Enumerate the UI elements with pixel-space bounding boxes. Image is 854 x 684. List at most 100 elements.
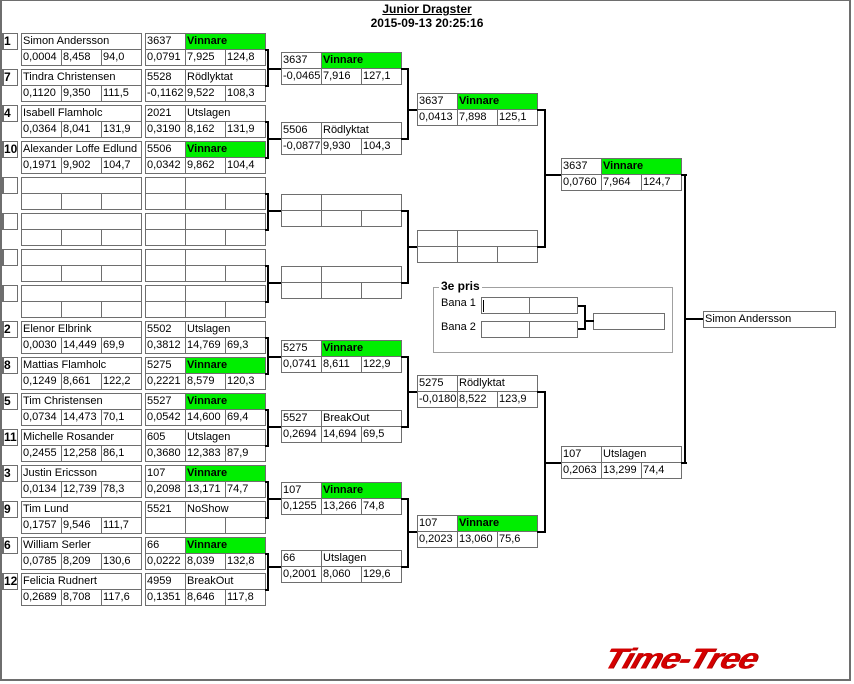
driver-name[interactable]: Mattias Flamholc [21,357,142,374]
driver-elapsed-time: 8,661 [61,373,102,390]
time-tree-logo: Time-Tree [599,643,763,676]
driver-name[interactable]: Simon Andersson [21,33,142,50]
round1-result-status: Vinnare [185,33,266,50]
driver-name[interactable]: Isabell Flamholc [21,105,142,122]
driver-elapsed-time: 8,209 [61,553,102,570]
round1-result-status: Utslagen [185,429,266,446]
third-place-panel [433,287,673,353]
driver-name[interactable]: Michelle Rosander [21,429,142,446]
driver-name[interactable]: Alexander Loffe Edlund [21,141,142,158]
round1-result-speed [225,229,266,246]
driver-elapsed-time: 8,458 [61,49,102,66]
driver-reaction-time: 0,0134 [21,481,62,498]
round2-result-reaction-time: 0,2694 [281,426,322,443]
round2-result-reaction-time [281,282,322,299]
round3-result-speed: 125,1 [497,109,538,126]
round3-result-id: 5275 [417,375,458,392]
round4-result-elapsed-time: 13,299 [601,462,642,479]
round1-result-reaction-time: 0,2221 [145,373,186,390]
bracket-line [585,320,594,322]
bracket-line [537,391,546,393]
seed-number: 9 [1,501,18,518]
round1-result-speed: 69,3 [225,337,266,354]
bracket-line [584,305,586,330]
driver-reaction-time: 0,1120 [21,85,62,102]
driver-name[interactable]: Tim Lund [21,501,142,518]
round2-result-elapsed-time [321,282,362,299]
round4-result-speed: 124,7 [641,174,682,191]
round2-result-elapsed-time: 7,916 [321,68,362,85]
round1-result-reaction-time [145,193,186,210]
round1-result-speed: 104,4 [225,157,266,174]
round1-result-speed [225,193,266,210]
round3-result-elapsed-time: 7,898 [457,109,498,126]
driver-name[interactable]: William Serler [21,537,142,554]
driver-speed: 104,7 [101,157,142,174]
driver-name[interactable]: Justin Ericsson [21,465,142,482]
round2-result-id [281,194,322,211]
third-place-title: 3e pris [439,279,482,293]
lane1-id-field[interactable] [481,297,530,314]
round3-result-reaction-time: 0,0413 [417,109,458,126]
round2-result-id: 107 [281,482,322,499]
round2-result-speed [361,210,402,227]
round1-result-status: Vinnare [185,393,266,410]
driver-name[interactable]: Tim Christensen [21,393,142,410]
driver-reaction-time: 0,2689 [21,589,62,606]
third-place-winner-field[interactable] [593,313,665,330]
driver-speed: 111,7 [101,517,142,534]
driver-name[interactable] [21,285,142,302]
driver-speed: 78,3 [101,481,142,498]
round1-result-speed: 124,8 [225,49,266,66]
driver-reaction-time: 0,0364 [21,121,62,138]
bracket-line [268,282,282,284]
bracket-line [537,246,546,248]
driver-reaction-time [21,301,62,318]
round1-result-elapsed-time: 9,862 [185,157,226,174]
driver-elapsed-time: 9,350 [61,85,102,102]
round1-result-elapsed-time: 8,039 [185,553,226,570]
driver-name[interactable]: Tindra Christensen [21,69,142,86]
round1-result-id: 4959 [145,573,186,590]
seed-number: 4 [1,105,18,122]
driver-name[interactable] [21,249,142,266]
driver-speed: 131,9 [101,121,142,138]
seed-number: 3 [1,465,18,482]
round1-result-speed [225,265,266,282]
driver-name[interactable] [21,177,142,194]
driver-speed: 122,2 [101,373,142,390]
event-datetime: 2015-09-13 20:25:16 [370,16,484,30]
round4-result-status: Vinnare [601,158,682,175]
driver-reaction-time: 0,0004 [21,49,62,66]
lane1-status-field[interactable] [529,297,578,314]
bracket-line [267,265,269,303]
seed-number [1,177,18,194]
bracket-line [537,531,546,533]
round2-result-status: BreakOut [321,410,402,427]
round1-result-speed: 131,9 [225,121,266,138]
round3-result-reaction-time: 0,2023 [417,531,458,548]
seed-number: 12 [1,573,18,590]
lane2-status-field[interactable] [529,321,578,338]
round4-result-elapsed-time: 7,964 [601,174,642,191]
round1-result-elapsed-time: 14,600 [185,409,226,426]
round1-result-id [145,177,186,194]
round3-result-reaction-time [417,246,458,263]
round1-result-elapsed-time: 8,646 [185,589,226,606]
driver-elapsed-time: 14,449 [61,337,102,354]
driver-name[interactable] [21,213,142,230]
round2-result-speed: 104,3 [361,138,402,155]
round3-result-elapsed-time [457,246,498,263]
bracket-line [537,109,546,111]
lane2-id-field[interactable] [481,321,530,338]
seed-number: 5 [1,393,18,410]
driver-name[interactable]: Elenor Elbrink [21,321,142,338]
seed-number [1,285,18,302]
round2-result-speed: 74,8 [361,498,402,515]
round1-result-id [145,249,186,266]
bracket-line [267,409,269,447]
bracket-line [268,566,282,568]
bracket-line [267,553,269,591]
driver-name[interactable]: Felicia Rudnert [21,573,142,590]
round1-result-id: 3637 [145,33,186,50]
